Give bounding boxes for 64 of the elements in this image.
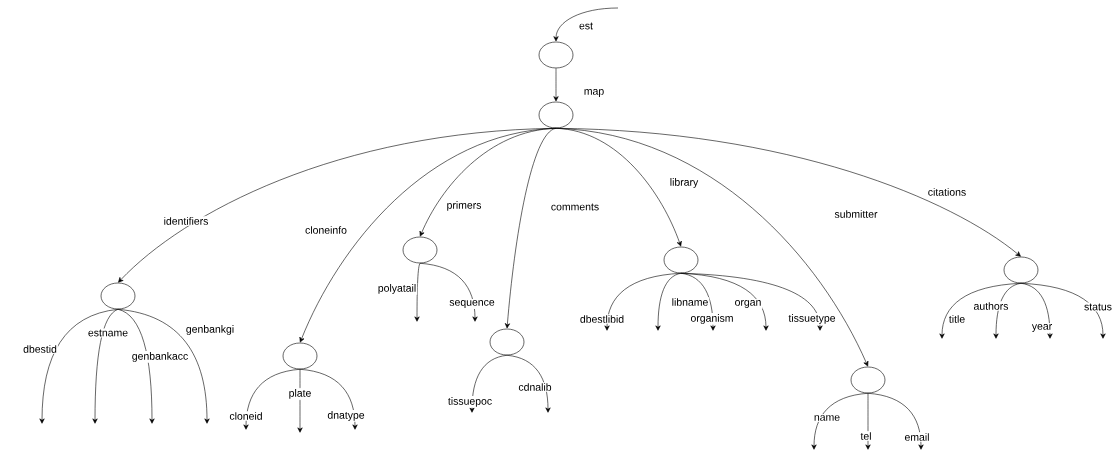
edge-label: polyatail bbox=[376, 283, 418, 295]
edge-label: organism bbox=[689, 313, 735, 325]
ellipse-node bbox=[402, 236, 438, 264]
ellipse-node bbox=[850, 366, 886, 394]
ellipse-node bbox=[489, 328, 525, 356]
edge-label: dbestid bbox=[22, 344, 58, 354]
edge-label: cdnalib bbox=[517, 382, 553, 392]
arrow bbox=[39, 309, 119, 424]
arrow bbox=[299, 369, 358, 430]
edge-label: sequence bbox=[448, 299, 496, 309]
ellipse-node bbox=[538, 101, 574, 129]
edge-label: authors bbox=[972, 301, 1010, 311]
edge-label: dnatype bbox=[326, 410, 366, 422]
arrow bbox=[243, 369, 301, 430]
ellipse-node bbox=[1003, 256, 1039, 284]
ellipse-node bbox=[282, 342, 318, 370]
arrow bbox=[867, 393, 924, 450]
arrow bbox=[469, 355, 508, 413]
edge-label: map bbox=[582, 88, 606, 98]
edge-label: status bbox=[1083, 302, 1113, 312]
edge-label: year bbox=[1030, 323, 1054, 333]
edge-label: genbankacc bbox=[130, 351, 190, 363]
edge-label: title bbox=[947, 314, 967, 324]
arrow bbox=[117, 309, 210, 424]
arrow bbox=[297, 369, 303, 433]
edge-label: dbestlibid bbox=[578, 314, 626, 324]
edge-label: est bbox=[578, 21, 594, 31]
edge-label: tel bbox=[859, 431, 873, 441]
arrow bbox=[117, 309, 155, 424]
edge-label: submitter bbox=[833, 209, 879, 219]
arrow bbox=[655, 273, 682, 331]
edge-label: identifiers bbox=[162, 216, 210, 226]
edge-label: tissuetype bbox=[787, 313, 837, 325]
arrow bbox=[504, 128, 557, 329]
edge-label: cloneinfo bbox=[304, 225, 348, 235]
edge-label: cloneid bbox=[228, 411, 264, 421]
arrow bbox=[92, 309, 119, 424]
arrow bbox=[1020, 283, 1106, 339]
edge-label: genbankgi bbox=[184, 324, 236, 336]
edge-label: tissuepoc bbox=[446, 396, 494, 408]
edge-label: name bbox=[812, 414, 842, 422]
arrow bbox=[414, 263, 421, 322]
arrow bbox=[506, 355, 551, 413]
edge-label: estname bbox=[86, 328, 130, 338]
arrow bbox=[680, 273, 823, 331]
edge-label: library bbox=[668, 177, 700, 189]
arrow bbox=[419, 263, 478, 322]
edge-label: libname bbox=[670, 297, 710, 307]
ellipse-node bbox=[538, 41, 574, 69]
arrow bbox=[865, 393, 871, 450]
arrow bbox=[1020, 283, 1053, 339]
arrow bbox=[553, 7, 619, 42]
arrow bbox=[555, 128, 1021, 257]
ellipse-node bbox=[663, 246, 699, 274]
arrow bbox=[993, 283, 1022, 339]
edge-label: organ bbox=[733, 299, 763, 309]
arrow bbox=[811, 393, 869, 450]
ellipse-node bbox=[100, 282, 136, 310]
arrow bbox=[553, 68, 559, 102]
edge-label: plate bbox=[287, 388, 313, 400]
edge-label: primers bbox=[445, 200, 483, 212]
edge-label: email bbox=[903, 432, 931, 442]
edge-label: comments bbox=[549, 202, 601, 212]
edge-label: citations bbox=[926, 187, 968, 197]
